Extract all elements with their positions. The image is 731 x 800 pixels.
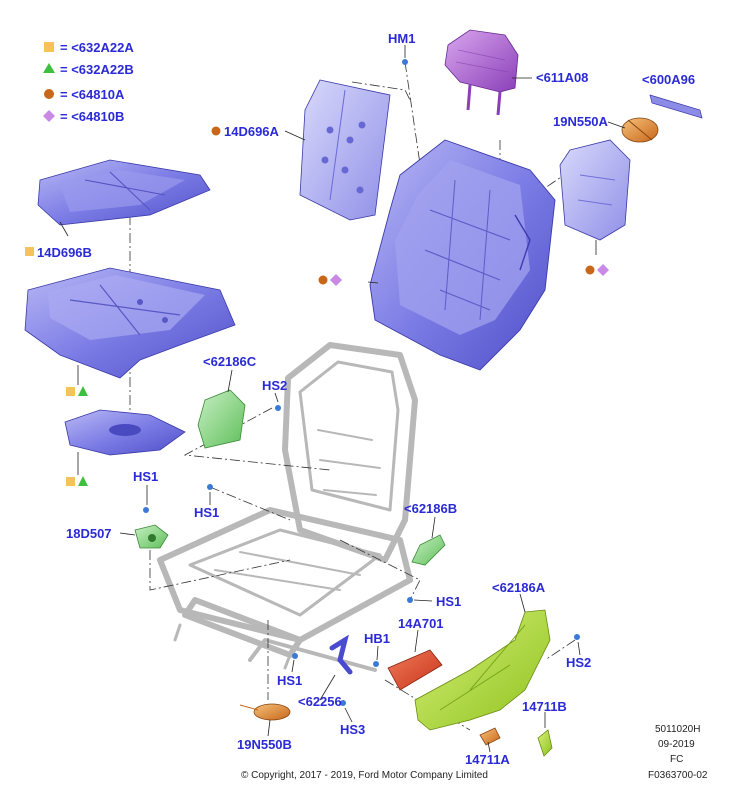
legend-label-632a22a: = <632A22A — [60, 40, 134, 55]
circle-marker-icon — [318, 275, 328, 285]
legend-circle-icon — [44, 89, 54, 99]
diamond-marker-icon — [597, 264, 609, 276]
markers — [25, 126, 609, 486]
callout-14711b: 14711B — [522, 699, 567, 714]
diamond-marker-icon — [330, 274, 342, 286]
screw-icon — [207, 484, 213, 490]
callout-hs1-a: HS1 — [133, 469, 158, 484]
back-panel-14d696a — [299, 79, 391, 221]
square-marker-icon — [66, 477, 75, 486]
bracket-18d507 — [134, 524, 169, 549]
screws — [143, 59, 580, 706]
legend-square-icon — [44, 42, 54, 52]
headrest-611a08 — [444, 29, 519, 116]
footer-code: 5011020H — [655, 724, 700, 735]
callout-hs3: HS3 — [340, 722, 365, 737]
callout-14a701: 14A701 — [398, 616, 444, 631]
callout-14d696b: 14D696B — [37, 245, 92, 260]
square-marker-icon — [66, 387, 75, 396]
seat-frame — [157, 342, 418, 672]
clip-600a96 — [649, 94, 703, 119]
footer-copyright: © Copyright, 2017 - 2019, Ford Motor Com… — [241, 770, 488, 781]
knob-14711a — [479, 727, 501, 746]
screw-icon — [143, 507, 149, 513]
legend: = <632A22A = <632A22B = <64810A = <64810… — [43, 40, 134, 124]
footer-figure-id: F0363700-02 — [648, 770, 708, 781]
screw-icon — [407, 597, 413, 603]
triangle-marker-icon — [78, 476, 88, 486]
square-marker-icon — [25, 247, 34, 256]
backrest-pad — [369, 139, 556, 371]
shield-62186b — [411, 534, 446, 566]
screw-icon — [373, 661, 379, 667]
callout-14711a: 14711A — [465, 752, 510, 767]
motor-19n550b — [239, 703, 291, 721]
legend-triangle-icon — [43, 63, 55, 73]
screw-icon — [574, 634, 580, 640]
cushion-pad-14d696b — [24, 267, 236, 379]
callout-hm1: HM1 — [388, 31, 415, 46]
circle-marker-icon — [211, 126, 221, 136]
cushion-pan — [64, 409, 186, 456]
cushion-cover-14d696b — [37, 159, 211, 226]
triangle-marker-icon — [78, 386, 88, 396]
callout-hs2-bottom: HS2 — [566, 655, 591, 670]
circle-marker-icon — [585, 265, 595, 275]
callout-14d696a: 14D696A — [224, 124, 280, 139]
callout-18d507: 18D507 — [66, 526, 112, 541]
screw-icon — [340, 700, 346, 706]
legend-label-64810b: = <64810B — [60, 109, 124, 124]
back-panel-19n550a — [559, 139, 631, 241]
callout-hs1-c: HS1 — [436, 594, 461, 609]
screw-icon — [402, 59, 408, 65]
legend-diamond-icon — [43, 110, 55, 122]
callout-hs1-b: HS1 — [194, 505, 219, 520]
legend-label-632a22b: = <632A22B — [60, 62, 134, 77]
callout-62186b: <62186B — [404, 501, 457, 516]
cable-62256 — [329, 634, 353, 675]
callout-hb1: HB1 — [364, 631, 390, 646]
callout-600a96: <600A96 — [642, 72, 695, 87]
footer-region: FC — [670, 754, 683, 765]
callout-hs1-d: HS1 — [277, 673, 302, 688]
screw-icon — [292, 653, 298, 659]
shield-62186c — [197, 389, 246, 449]
screw-icon — [275, 405, 281, 411]
shield-62186a — [414, 609, 551, 731]
footer-date: 09-2019 — [658, 739, 695, 750]
callout-611a08: <611A08 — [536, 70, 588, 85]
knob-14711b — [537, 729, 553, 757]
legend-label-64810a: = <64810A — [60, 87, 125, 102]
leader-lines — [59, 45, 626, 753]
callout-hs2-top: HS2 — [262, 378, 287, 393]
motor-19n550a — [621, 117, 659, 143]
callout-62186a: <62186A — [492, 580, 546, 595]
callout-19n550b: 19N550B — [237, 737, 292, 752]
callout-62186c: <62186C — [203, 354, 257, 369]
footer: 5011020H 09-2019 FC © Copyright, 2017 - … — [241, 724, 708, 781]
callout-62256: <62256 — [298, 694, 342, 709]
callouts: HM1 <611A08 <600A96 19N550A 14D696A 14D6… — [37, 31, 695, 767]
callout-19n550a: 19N550A — [553, 114, 609, 129]
switch-14a701 — [387, 649, 443, 691]
